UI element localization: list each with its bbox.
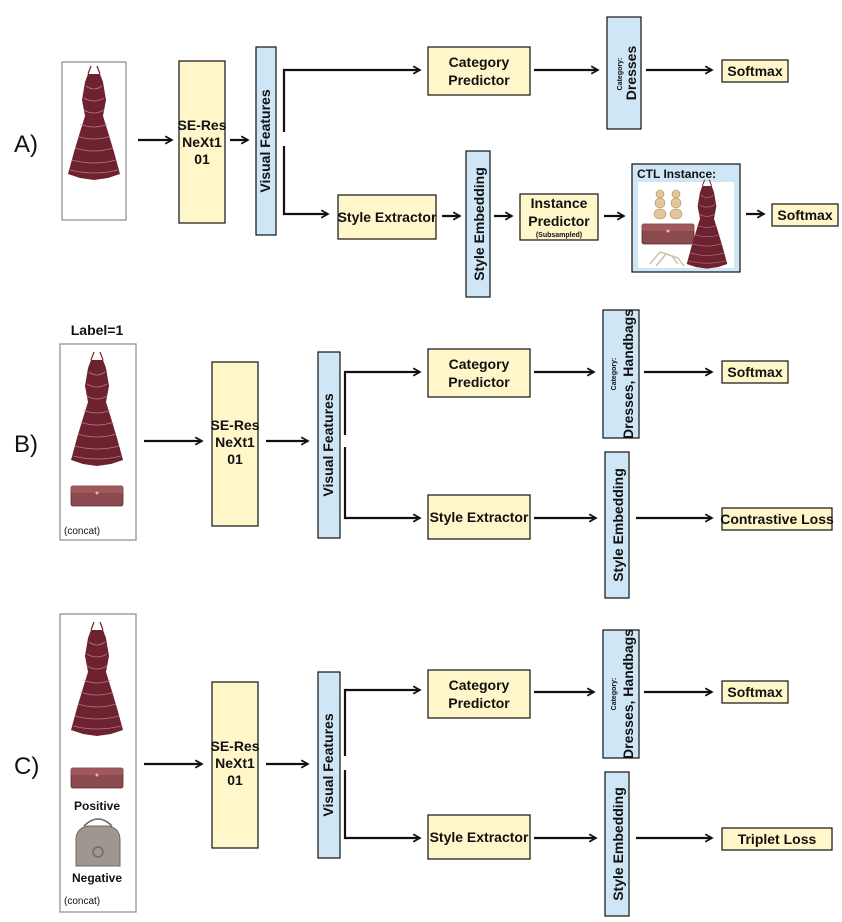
style-embedding-label: Style Embedding (471, 167, 487, 281)
concat-caption: (concat) (64, 526, 100, 537)
backbone-line3: 01 (194, 151, 210, 167)
earrings-image (653, 189, 683, 220)
triplet-loss-label: Triplet Loss (738, 831, 817, 847)
ctl-instance-label: CTL Instance: (637, 167, 716, 181)
row-c-category-predictor: Category Predictor (427, 669, 531, 719)
category-value: Dresses (623, 46, 639, 101)
style-extractor-label: Style Extractor (430, 829, 529, 845)
negative-label: Negative (72, 871, 122, 885)
row-a: A) SE-Res NeXt1 01 Visual Features Categ… (14, 16, 839, 298)
positive-label: Positive (74, 799, 120, 813)
row-b-category-output: Category: Dresses, Handbags (602, 309, 640, 439)
backbone-line3: 01 (227, 451, 243, 467)
row-b: B) Label=1 (concat) SE-Res NeXt1 01 Visu… (14, 309, 834, 599)
category-predictor-line2: Predictor (448, 695, 510, 711)
row-b-label: B) (14, 431, 38, 458)
sandals-image (649, 251, 685, 267)
visual-features-label: Visual Features (257, 89, 273, 192)
row-a-category-output: Category: Dresses (606, 16, 642, 130)
softmax-label: Softmax (727, 63, 782, 79)
row-a-instance-predictor: Instance Predictor (Subsampled) (519, 193, 599, 241)
category-predictor-line2: Predictor (448, 374, 510, 390)
row-a-visual-features: Visual Features (255, 46, 277, 236)
row-c-loss: Triplet Loss (721, 827, 833, 851)
backbone-line1: SE-Res (177, 117, 226, 133)
row-c-backbone: SE-Res NeXt1 01 (210, 681, 260, 849)
row-c-style-embedding: Style Embedding (604, 771, 630, 917)
row-c-style-extractor: Style Extractor (427, 814, 531, 860)
visual-features-label: Visual Features (320, 713, 336, 816)
row-b-style-embedding: Style Embedding (604, 451, 630, 599)
row-c-visual-features: Visual Features (317, 671, 341, 859)
softmax-label: Softmax (727, 684, 782, 700)
row-a-backbone: SE-Res NeXt1 01 (177, 60, 227, 224)
row-a-style-embedding: Style Embedding (465, 150, 491, 298)
category-predictor-line1: Category (449, 677, 510, 693)
label-text: Label=1 (71, 322, 124, 338)
row-a-ctl-instance: CTL Instance: (631, 163, 741, 273)
style-extractor-label: Style Extractor (430, 509, 529, 525)
row-c-softmax-top: Softmax (721, 680, 789, 704)
contrastive-loss-label: Contrastive Loss (720, 511, 834, 527)
style-embedding-label: Style Embedding (610, 787, 626, 901)
row-b-visual-features: Visual Features (317, 351, 341, 539)
category-predictor-line1: Category (449, 356, 510, 372)
backbone-line2: NeXt1 (215, 755, 255, 771)
category-predictor-line2: Predictor (448, 72, 510, 88)
row-b-softmax-top: Softmax (721, 360, 789, 384)
row-c: C) Positive Negative (concat) SE-Res NeX… (14, 613, 833, 917)
backbone-line3: 01 (227, 772, 243, 788)
style-extractor-label: Style Extractor (338, 209, 437, 225)
softmax-label: Softmax (777, 207, 832, 223)
backbone-line1: SE-Res (210, 738, 259, 754)
concat-caption: (concat) (64, 896, 100, 907)
style-embedding-label: Style Embedding (610, 468, 626, 582)
backbone-line2: NeXt1 (182, 134, 222, 150)
row-b-category-predictor: Category Predictor (427, 348, 531, 398)
row-b-input-image: (concat) (59, 343, 137, 541)
row-b-backbone: SE-Res NeXt1 01 (210, 361, 260, 527)
instance-predictor-line1: Instance (531, 195, 588, 211)
negative-bag-image (75, 818, 121, 867)
instance-predictor-line2: Predictor (528, 213, 590, 229)
category-prefix: Category: (611, 678, 618, 711)
row-b-loss: Contrastive Loss (720, 507, 834, 531)
positive-clutch-image (70, 767, 124, 789)
row-c-category-output: Category: Dresses, Handbags (602, 629, 640, 759)
visual-features-label: Visual Features (320, 393, 336, 496)
backbone-line1: SE-Res (210, 417, 259, 433)
instance-predictor-note: (Subsampled) (536, 232, 582, 239)
row-a-input-image (61, 61, 127, 221)
clutch-image (641, 223, 695, 245)
row-a-softmax-bottom: Softmax (771, 203, 839, 227)
row-b-style-extractor: Style Extractor (427, 494, 531, 540)
clutch-image (70, 485, 124, 507)
row-a-softmax-top: Softmax (721, 59, 789, 83)
row-a-style-extractor: Style Extractor (337, 194, 437, 240)
backbone-line2: NeXt1 (215, 434, 255, 450)
category-value: Dresses, Handbags (620, 629, 636, 759)
row-c-label: C) (14, 753, 39, 780)
softmax-label: Softmax (727, 364, 782, 380)
category-predictor-line1: Category (449, 54, 510, 70)
row-a-category-predictor: Category Predictor (427, 46, 531, 96)
category-prefix: Category: (617, 58, 624, 91)
category-prefix: Category: (611, 358, 618, 391)
row-c-input-image: Positive Negative (concat) (59, 613, 137, 913)
row-a-label: A) (14, 131, 38, 158)
category-value: Dresses, Handbags (620, 309, 636, 439)
